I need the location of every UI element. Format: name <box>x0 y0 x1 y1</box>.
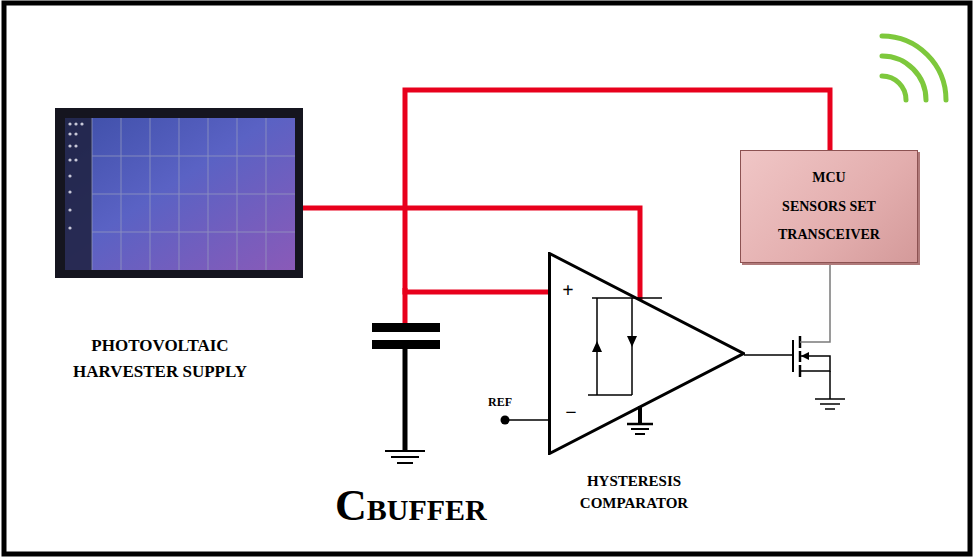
box-label: TRANSCEIVER <box>778 226 880 244</box>
solar-panel-image-part-part <box>68 132 71 135</box>
solar-panel-image-part <box>68 122 83 229</box>
buffer-capacitor-part <box>372 340 440 349</box>
solar-panel-image-part-part <box>74 132 77 135</box>
buffer-capacitor-part <box>385 450 425 452</box>
part-name: PHOTOVOLTAIC HARVESTER SUPPLY <box>70 333 250 385</box>
mosfet-switch-part <box>820 403 840 405</box>
hysteresis-arrow <box>592 341 602 352</box>
mosfet-switch-part <box>800 356 830 371</box>
label-holder: REF <box>488 392 512 410</box>
solar-panel-image-part-part <box>68 226 71 229</box>
outer-frame-part <box>4 3 970 554</box>
mosfet-switch-part <box>800 262 830 342</box>
solar-panel-image-part-part <box>80 122 83 125</box>
mosfet-switch-part <box>815 398 845 400</box>
part-name: C <box>335 482 367 530</box>
wireless-icon-part <box>882 76 906 100</box>
ground-symbol <box>638 406 642 424</box>
hysteresis-arrow <box>627 336 637 347</box>
comparator-outline <box>550 254 744 454</box>
mosfet-switch-part <box>792 340 794 372</box>
solar-panel-image-part-part <box>74 144 77 147</box>
pin-sign: − <box>561 402 581 422</box>
solar-panel-image-part-part <box>68 208 71 211</box>
ground-symbol <box>631 428 649 430</box>
solar-panel-image-part-part <box>68 174 71 177</box>
wireless-icon-part <box>882 36 946 100</box>
buffer-capacitor-part <box>397 462 413 464</box>
buffer-capacitor <box>372 288 440 463</box>
comparator-triangle: + − HYSTERESIS COMPARATOR <box>548 252 745 527</box>
box-label: SENSORS SET <box>782 198 876 216</box>
solar-panel-image-part-part <box>92 232 295 233</box>
solar-panel-image-part-part <box>68 158 71 161</box>
mosfet-switch-part <box>829 371 831 399</box>
solar-panel-image-part <box>55 108 303 278</box>
solar-panel-image-part <box>92 118 295 270</box>
buffer-capacitor-part <box>403 349 408 450</box>
comparator-output-wire <box>744 355 792 356</box>
solar-panel-image-part-part <box>74 158 77 161</box>
ground-symbol <box>627 423 653 426</box>
solar-panel-image-part-part <box>92 194 295 195</box>
pv-harvester: PHOTOVOLTAIC HARVESTER SUPPLY <box>55 108 303 408</box>
mcu-box: MCU SENSORS SET TRANSCEIVER <box>740 150 918 263</box>
reference-input-part <box>505 419 550 421</box>
hysteresis-symbol <box>588 298 662 395</box>
solar-panel-image-part-part <box>92 156 295 157</box>
mosfet-switch <box>793 262 845 409</box>
buffer-capacitor-part <box>372 323 440 332</box>
wireless-icon-part <box>882 56 926 100</box>
reference-input <box>501 416 551 425</box>
part-name: HYSTERESIS COMPARATOR <box>548 470 720 514</box>
box-label: MCU <box>812 169 845 187</box>
comparator-symbol <box>548 252 745 455</box>
signal-name: REF <box>488 396 512 409</box>
solar-panel-image-part <box>65 118 295 270</box>
capacitor-label: CBUFFER <box>335 482 487 530</box>
solar-panel-image-part-part <box>68 190 71 193</box>
outer-frame <box>4 3 970 554</box>
buffer-capacitor-part <box>391 456 419 458</box>
solar-panel-image-part-part <box>68 122 71 125</box>
ground-symbol <box>635 433 645 435</box>
hysteresis-line <box>592 297 662 299</box>
mosfet-switch-part <box>801 352 809 360</box>
mosfet-switch-part <box>825 408 835 410</box>
solar-panel-image-part-part <box>74 122 77 125</box>
pin-sign: + <box>558 280 578 300</box>
wireless-icon <box>882 36 946 100</box>
hysteresis-line <box>588 394 632 396</box>
comparator-output-wire-part <box>744 354 792 356</box>
solar-panel-image-part <box>65 118 92 270</box>
solar-panel-image <box>55 108 303 278</box>
part-subscript: BUFFER <box>367 493 487 526</box>
solar-panel-image-part-part <box>68 144 71 147</box>
